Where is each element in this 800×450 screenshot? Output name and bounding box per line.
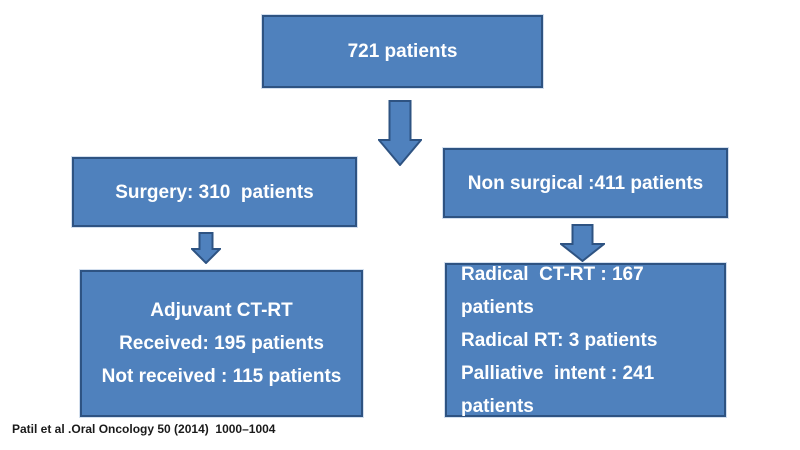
box-adjuvant-line: Adjuvant CT-RT xyxy=(150,300,293,321)
box-adjuvant-ctrt: Adjuvant CT-RT Received: 195 patients No… xyxy=(80,270,363,417)
box-radical-line: Palliative intent : 241 xyxy=(461,362,655,384)
box-total-label: 721 patients xyxy=(347,41,458,62)
citation-text: Patil et al .Oral Oncology 50 (2014) 100… xyxy=(12,422,276,436)
box-adjuvant-line: Not received : 115 patients xyxy=(101,366,342,387)
box-nonsurgical: Non surgical :411 patients xyxy=(443,148,728,218)
down-arrow-left-icon xyxy=(191,232,221,264)
box-nonsurgical-label: Non surgical :411 patients xyxy=(467,172,704,194)
box-total-patients: 721 patients xyxy=(262,15,543,88)
box-surgery-label: Surgery: 310 patients xyxy=(115,181,314,203)
box-adjuvant-line: Received: 195 patients xyxy=(119,333,324,354)
box-radical-treatment: Radical CT-RT : 167 patients Radical RT:… xyxy=(445,263,726,417)
box-radical-line: patients xyxy=(461,395,534,417)
down-arrow-main-icon xyxy=(378,100,422,166)
down-arrow-right-icon xyxy=(560,224,605,262)
box-radical-line: Radical CT-RT : 167 patients xyxy=(461,263,649,318)
box-radical-line: Radical RT: 3 patients xyxy=(461,329,658,351)
box-surgery: Surgery: 310 patients xyxy=(72,157,357,227)
